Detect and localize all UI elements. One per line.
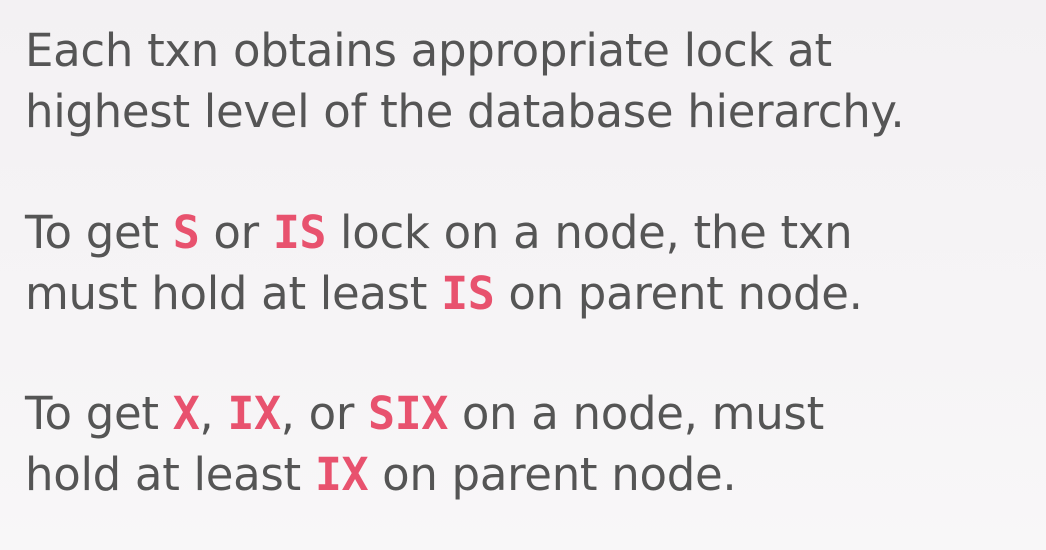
text-segment: must hold at least [25, 267, 442, 320]
keyword-is: IS [272, 206, 327, 259]
text-segment: To get [25, 387, 173, 440]
keyword-six: SIX [368, 387, 448, 440]
text-segment: , [199, 387, 228, 440]
keyword-ix: IX [227, 387, 281, 440]
text-segment: or [199, 206, 273, 259]
text-segment: lock on a node, the txn [326, 206, 853, 259]
text-segment: , or [280, 387, 369, 440]
text-segment: hold at least [25, 448, 315, 501]
paragraph-lock-hierarchy: Each txn obtains appropriate lock at hig… [25, 20, 905, 142]
text-segment: To get [25, 206, 173, 259]
paragraph-1-line-1: Each txn obtains appropriate lock at [25, 24, 832, 77]
paragraph-3-line-1: To get X, IX, or SIX on a node, must [25, 383, 824, 444]
paragraph-1-line-2: highest level of the database hierarchy. [25, 85, 905, 138]
paragraph-3-line-2: hold at least IX on parent node. [25, 444, 824, 505]
paragraph-shared-lock-rule: To get S or IS lock on a node, the txn m… [25, 202, 863, 324]
text-segment: on parent node. [494, 267, 863, 320]
paragraph-2-line-1: To get S or IS lock on a node, the txn [25, 202, 863, 263]
text-segment: on parent node. [368, 448, 737, 501]
text-segment: on a node, must [447, 387, 824, 440]
paragraph-exclusive-lock-rule: To get X, IX, or SIX on a node, must hol… [25, 383, 824, 505]
keyword-ix: IX [314, 448, 369, 501]
keyword-is: IS [441, 267, 495, 320]
keyword-x: X [172, 387, 200, 440]
paragraph-2-line-2: must hold at least IS on parent node. [25, 263, 863, 324]
keyword-s: S [172, 206, 200, 259]
